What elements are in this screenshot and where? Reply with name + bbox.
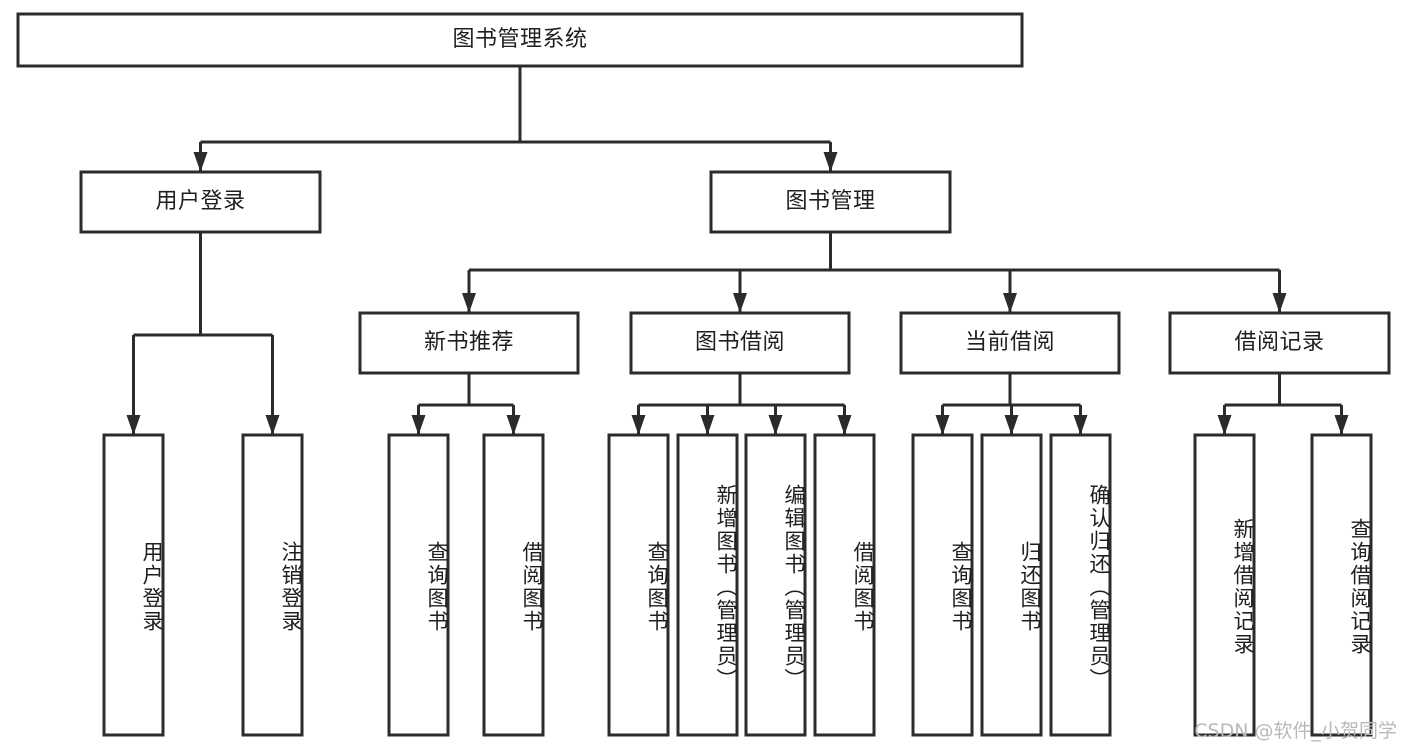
node-box[interactable] <box>1310 433 1373 737</box>
arrow-head-icon <box>733 293 747 313</box>
node-box[interactable] <box>899 311 1121 375</box>
node-box[interactable] <box>387 433 450 737</box>
arrow-head-icon <box>837 415 852 435</box>
node-box[interactable] <box>709 170 952 234</box>
arrow-head-icon <box>1073 415 1088 435</box>
node-box[interactable] <box>607 433 670 737</box>
watermark-text: CSDN @软件_小贺同学 <box>1194 720 1397 742</box>
node-box[interactable] <box>676 433 739 737</box>
node-l3-queryrecord[interactable] <box>1312 435 1371 735</box>
node-box[interactable] <box>1168 311 1391 375</box>
node-l3-userlogin[interactable] <box>104 435 163 735</box>
arrow-head-icon <box>823 152 838 172</box>
node-l2-records[interactable] <box>1170 313 1389 373</box>
arrow-head-icon <box>506 415 521 435</box>
arrow-head-icon <box>1004 415 1019 435</box>
node-l3-returnbook[interactable] <box>982 435 1041 735</box>
arrow-head-icon <box>462 293 476 313</box>
node-l1-bookmgmt[interactable] <box>711 172 950 232</box>
node-box[interactable] <box>744 433 807 737</box>
node-box[interactable] <box>980 433 1043 737</box>
node-box[interactable] <box>482 433 545 737</box>
node-box[interactable] <box>16 12 1024 68</box>
node-box[interactable] <box>911 433 974 737</box>
node-box[interactable] <box>102 433 165 737</box>
node-box[interactable] <box>813 433 876 737</box>
node-root[interactable] <box>18 14 1022 66</box>
node-box[interactable] <box>1193 433 1256 737</box>
node-l2-newbook[interactable] <box>360 313 578 373</box>
node-l3-querybook-1[interactable] <box>389 435 448 735</box>
arrow-head-icon <box>411 415 426 435</box>
node-l3-addbook[interactable] <box>678 435 737 735</box>
arrow-head-icon <box>1272 293 1287 313</box>
node-l3-addrecord[interactable] <box>1195 435 1254 735</box>
node-l2-current[interactable] <box>901 313 1119 373</box>
node-l3-editbook[interactable] <box>746 435 805 735</box>
node-box[interactable] <box>79 170 322 234</box>
node-box[interactable] <box>358 311 580 375</box>
arrow-head-icon <box>1003 293 1017 313</box>
node-box[interactable] <box>241 433 304 737</box>
arrow-head-icon <box>193 152 208 172</box>
arrow-head-icon <box>935 415 950 435</box>
arrow-head-icon <box>126 415 141 435</box>
node-box[interactable] <box>1049 433 1112 737</box>
arrow-head-icon <box>631 415 646 435</box>
arrow-head-icon <box>700 415 715 435</box>
arrow-head-icon <box>1217 415 1232 435</box>
node-box[interactable] <box>629 311 851 375</box>
node-l1-login[interactable] <box>81 172 320 232</box>
arrow-head-icon <box>1334 415 1349 435</box>
node-l3-querybook-3[interactable] <box>913 435 972 735</box>
node-l2-borrow[interactable] <box>631 313 849 373</box>
node-l3-logout[interactable] <box>243 435 302 735</box>
node-l3-borrowbook-1[interactable] <box>484 435 543 735</box>
arrow-head-icon <box>768 415 783 435</box>
node-l3-borrowbook-2[interactable] <box>815 435 874 735</box>
node-l3-querybook-2[interactable] <box>609 435 668 735</box>
arrow-head-icon <box>265 415 280 435</box>
node-l3-confirmret[interactable] <box>1051 435 1110 735</box>
